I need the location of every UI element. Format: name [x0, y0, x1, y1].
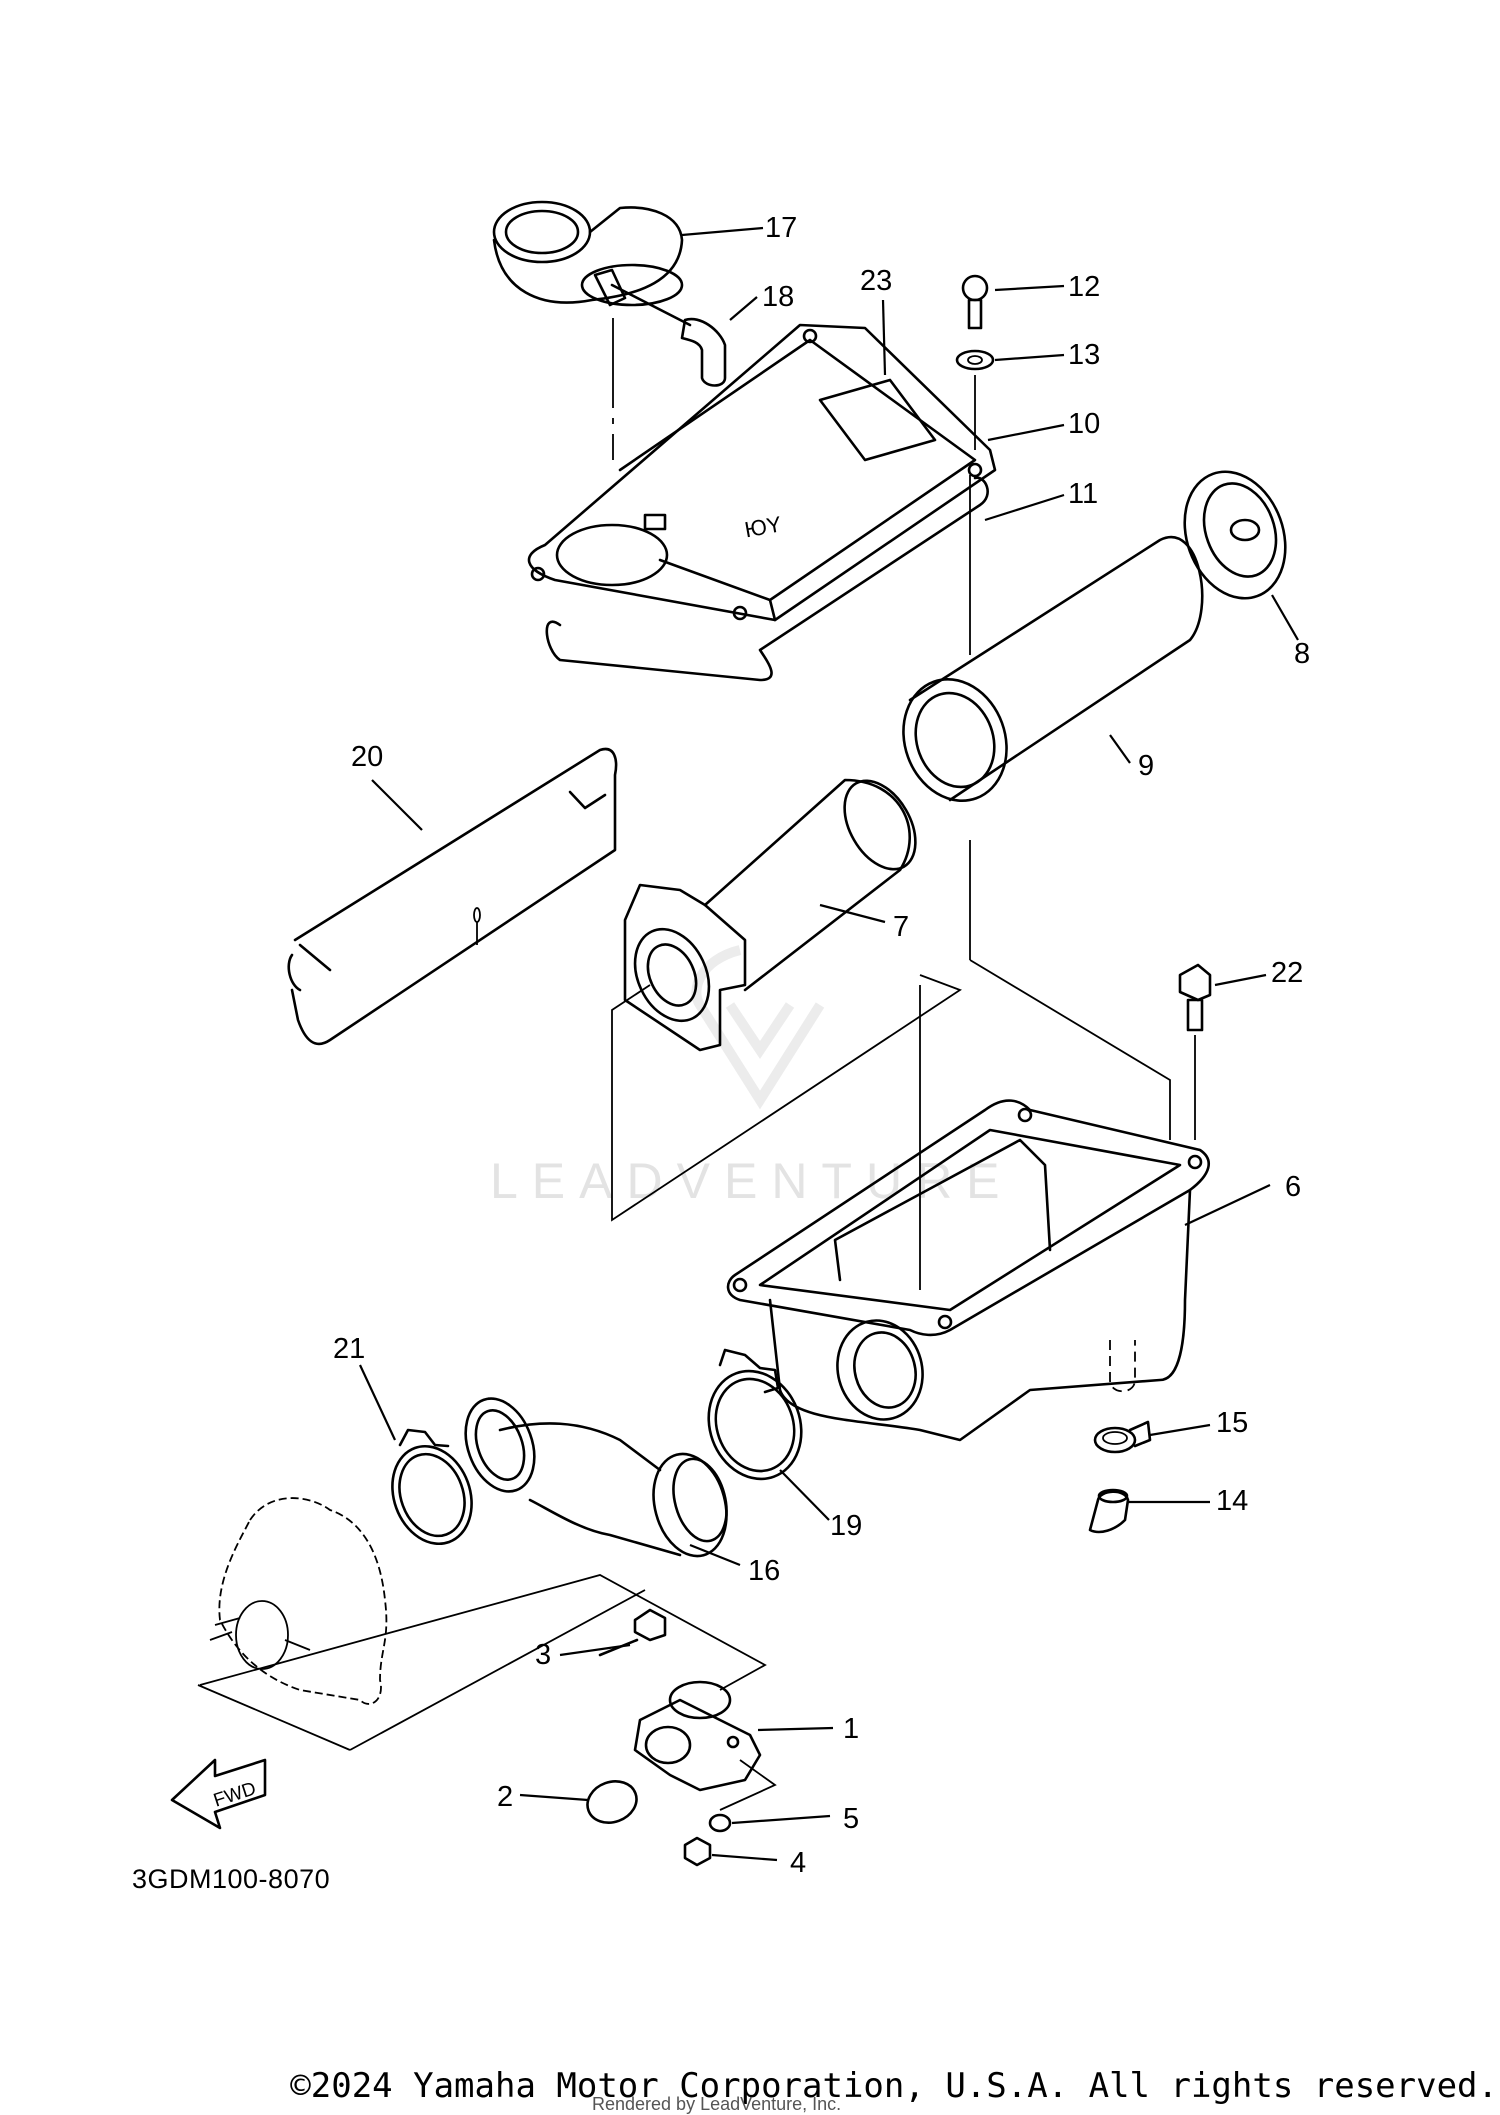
callout-23: 23	[860, 265, 892, 297]
part-17-intake-duct[interactable]	[492, 200, 684, 307]
part-11-gasket[interactable]	[545, 476, 989, 682]
part-20-filter-plate[interactable]	[287, 747, 618, 1046]
callout-12: 12	[1068, 271, 1100, 303]
carburetor-reference	[209, 1497, 388, 1705]
part-15-clamp[interactable]	[1093, 1420, 1152, 1454]
callout-8: 8	[1294, 638, 1310, 670]
part-2-o-ring[interactable]	[582, 1775, 643, 1830]
callout-9: 9	[1138, 750, 1154, 782]
callout-19: 19	[830, 1510, 862, 1542]
part-9-filter-element[interactable]	[887, 536, 1204, 815]
callout-11: 11	[1068, 478, 1098, 510]
part-22-bolt[interactable]	[1178, 963, 1212, 1032]
watermark-text: LEADVENTURE	[490, 1153, 1014, 1209]
fwd-label: FWD	[211, 1778, 259, 1811]
part-14-drain-plug[interactable]	[1088, 1488, 1130, 1534]
callout-7: 7	[893, 911, 909, 943]
part-7-intake-tube[interactable]	[621, 768, 930, 1052]
callout-6: 6	[1285, 1171, 1301, 1203]
callout-13: 13	[1068, 339, 1100, 371]
callout-15: 15	[1216, 1407, 1248, 1439]
watermark-logo-icon	[691, 945, 825, 1110]
callout-22: 22	[1271, 957, 1303, 989]
part-18-elbow-hose[interactable]	[610, 283, 727, 387]
callout-14: 14	[1216, 1485, 1248, 1517]
part-19-hose-clamp[interactable]	[694, 1348, 816, 1492]
callout-10: 10	[1068, 408, 1100, 440]
callout-21: 21	[333, 1333, 365, 1365]
part-5-washer[interactable]	[708, 1813, 732, 1833]
callout-17: 17	[765, 212, 797, 244]
fwd-arrow-icon: FWD	[170, 1758, 267, 1830]
callout-3: 3	[535, 1639, 551, 1671]
diagram-code: 3GDM100-8070	[132, 1864, 331, 1894]
rendered-by-notice: Rendered by LeadVenture, Inc.	[592, 2094, 842, 2114]
part-23-airbox-cover[interactable]: ЮY	[527, 323, 997, 622]
part-1-intake-joint[interactable]	[633, 1680, 762, 1792]
part-6-filter-case[interactable]	[726, 1099, 1210, 1442]
part-12-screw[interactable]	[961, 274, 989, 330]
callout-20: 20	[351, 741, 383, 773]
part-8-filter-cap[interactable]	[1168, 458, 1303, 613]
leadventure-watermark: LEADVENTURE	[490, 945, 1014, 1209]
callout-2: 2	[497, 1781, 513, 1813]
callout-4: 4	[790, 1847, 806, 1879]
part-4-nut[interactable]	[683, 1836, 712, 1867]
copyright-notice: ©2024 Yamaha Motor Corporation, U.S.A. A…	[290, 2066, 1498, 2106]
callout-16: 16	[748, 1555, 780, 1587]
callout-labels: 17 18 23 12 13 10 11 8 20 9 7 22 6 21 15…	[333, 212, 1310, 1879]
part-13-washer[interactable]	[955, 349, 995, 371]
part-16-joint-hose[interactable]	[454, 1389, 738, 1564]
part-21-hose-clamp[interactable]	[379, 1428, 485, 1555]
callout-18: 18	[762, 281, 794, 313]
callout-1: 1	[843, 1713, 859, 1745]
callout-leaders	[359, 226, 1299, 1862]
cover-marking: ЮY	[743, 511, 784, 542]
callout-5: 5	[843, 1803, 859, 1835]
